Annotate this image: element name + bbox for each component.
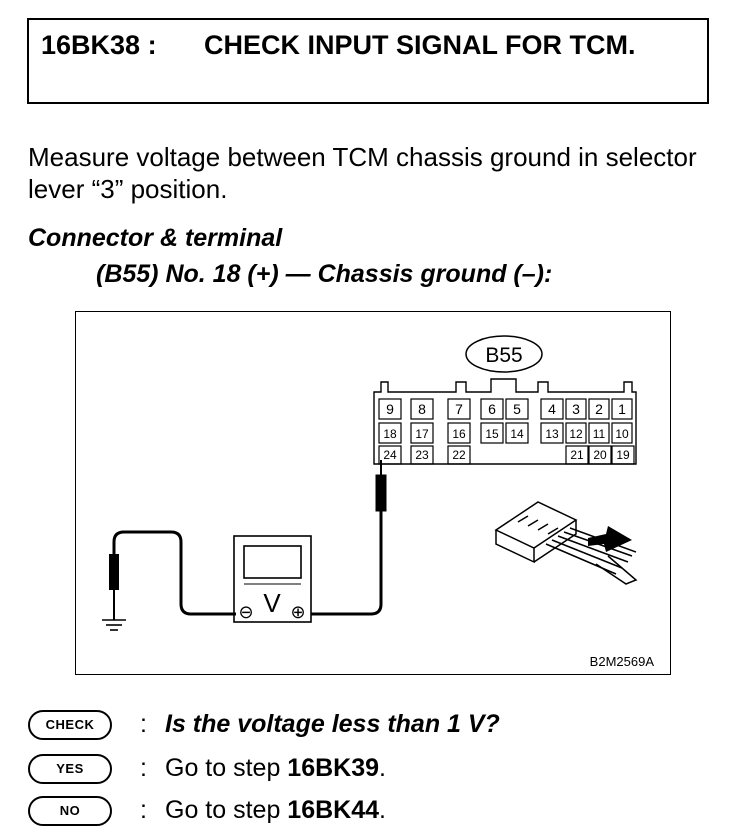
- terminal-8: 8: [418, 401, 426, 417]
- terminal-4-cell: [540, 398, 564, 420]
- terminal-11: 11: [593, 427, 606, 441]
- no-target[interactable]: 16BK44: [287, 796, 380, 824]
- terminal-16: 16: [452, 427, 466, 441]
- terminal-10: 10: [615, 427, 629, 441]
- terminal-24-cell: [378, 445, 402, 465]
- terminal-4: 4: [548, 401, 556, 417]
- terminal-21-cell: [565, 445, 589, 465]
- terminal-18-cell: [378, 422, 402, 444]
- qa-colon: :: [140, 754, 147, 782]
- terminal-16-cell: [447, 422, 471, 444]
- figure-code: B2M2569A: [590, 654, 655, 669]
- terminal-2: 2: [595, 401, 603, 417]
- ground-lead: [109, 530, 236, 620]
- connector-label: B55: [485, 344, 522, 367]
- yes-prefix: Go to step: [165, 754, 288, 782]
- voltmeter-icon: [233, 535, 312, 623]
- yes-suffix: .: [379, 754, 386, 782]
- no-suffix: .: [379, 796, 386, 824]
- terminal-14: 14: [510, 427, 524, 441]
- arrow-icon: [588, 526, 632, 552]
- terminal-21: 21: [570, 448, 584, 462]
- terminal-3-cell: [565, 398, 587, 420]
- instruction-text: Measure voltage between TCM chassis grou…: [28, 142, 697, 204]
- terminal-20-cell: [588, 445, 612, 465]
- terminal-5-cell: [505, 398, 529, 420]
- terminal-9-cell: [378, 398, 402, 420]
- no-prefix: Go to step: [165, 796, 288, 824]
- connector-detail: (B55) No. 18 (+) — Chassis ground (–):: [96, 260, 553, 288]
- terminal-11-cell: [588, 422, 610, 444]
- terminal-3: 3: [572, 401, 580, 417]
- terminal-24: 24: [383, 448, 397, 462]
- terminal-5: 5: [513, 401, 521, 417]
- terminal-8-cell: [410, 398, 434, 420]
- connector-heading: Connector & terminal: [28, 224, 283, 252]
- no-answer: Go to step 16BK44.: [165, 792, 386, 828]
- terminal-18: 18: [383, 427, 397, 441]
- terminal-20: 20: [593, 448, 607, 462]
- yes-badge: YES: [28, 754, 112, 784]
- meter-label: V: [263, 588, 281, 618]
- probe-icon: [311, 460, 387, 616]
- step-header: 16BK38 : CHECK INPUT SIGNAL FOR TCM.: [27, 18, 709, 104]
- no-badge: NO: [28, 796, 112, 826]
- terminal-grid: [378, 398, 635, 465]
- terminal-23: 23: [415, 448, 429, 462]
- yes-answer: Go to step 16BK39.: [165, 750, 386, 786]
- terminal-17: 17: [415, 427, 429, 441]
- terminal-7-cell: [447, 398, 471, 420]
- yes-target[interactable]: 16BK39: [287, 754, 380, 782]
- terminal-12: 12: [569, 427, 583, 441]
- connector-label-oval: [465, 335, 543, 373]
- connector-housing: [373, 378, 637, 465]
- terminal-12-cell: [565, 422, 587, 444]
- terminal-10-cell: [611, 422, 633, 444]
- terminal-7: 7: [455, 401, 463, 417]
- check-question: Is the voltage less than 1 V?: [165, 710, 500, 738]
- terminal-22-cell: [447, 445, 471, 465]
- terminal-23-cell: [410, 445, 434, 465]
- ground-symbol-icon: [102, 619, 126, 631]
- diagram-drawing: B55 V ⊖ ⊕: [102, 335, 655, 669]
- check-badge: CHECK: [28, 710, 112, 740]
- wiring-diagram: B55 V ⊖ ⊕: [75, 311, 671, 675]
- step-id: 16BK38 :: [41, 30, 157, 60]
- plus-terminal: ⊕: [290, 602, 305, 622]
- qa-colon: :: [140, 710, 147, 738]
- terminal-13: 13: [545, 427, 559, 441]
- terminal-6-cell: [480, 398, 504, 420]
- terminal-15-cell: [480, 422, 504, 444]
- qa-colon: :: [140, 796, 147, 824]
- terminal-15: 15: [485, 427, 499, 441]
- connector-plug-icon: [494, 501, 638, 585]
- terminal-19-cell: [611, 445, 635, 465]
- terminal-1-cell: [611, 398, 633, 420]
- terminal-14-cell: [505, 422, 529, 444]
- terminal-17-cell: [410, 422, 434, 444]
- step-title: CHECK INPUT SIGNAL FOR TCM.: [204, 30, 636, 60]
- minus-terminal: ⊖: [238, 602, 253, 622]
- terminal-6: 6: [488, 401, 496, 417]
- terminal-19: 19: [616, 448, 630, 462]
- terminal-22: 22: [452, 448, 466, 462]
- terminal-9: 9: [386, 401, 394, 417]
- terminal-2-cell: [588, 398, 610, 420]
- terminal-1: 1: [618, 401, 626, 417]
- terminal-13-cell: [540, 422, 564, 444]
